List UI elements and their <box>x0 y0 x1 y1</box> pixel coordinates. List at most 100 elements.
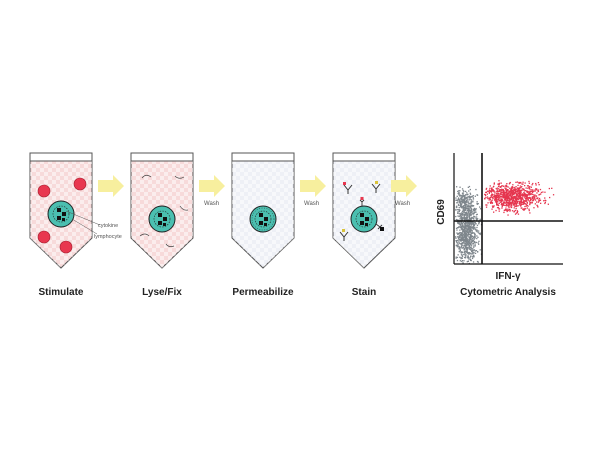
scatter-point <box>513 193 515 196</box>
scatter-point <box>470 202 472 204</box>
scatter-point <box>521 194 524 196</box>
scatter-point <box>463 235 465 237</box>
scatter-point <box>455 197 457 199</box>
scatter-point <box>511 186 513 188</box>
scatter-point <box>461 247 463 249</box>
scatter-point <box>476 235 478 237</box>
scatter-point <box>473 238 475 241</box>
red-blood-cell <box>73 177 87 191</box>
scatter-point <box>505 197 507 199</box>
scatter-point <box>488 189 491 191</box>
scatter-point <box>518 194 520 197</box>
scatter-point <box>527 187 529 189</box>
scatter-point <box>531 197 533 200</box>
scatter-point <box>503 201 506 203</box>
scatter-point <box>464 217 466 219</box>
scatter-point <box>470 237 472 239</box>
scatter-point <box>514 198 516 201</box>
scatter-point <box>504 197 506 200</box>
scatter-point <box>523 208 525 210</box>
scatter-point <box>468 234 470 236</box>
scatter-point <box>525 190 527 192</box>
scatter-point <box>466 221 469 224</box>
scatter-point <box>467 214 469 216</box>
scatter-point <box>458 223 460 225</box>
scatter-point <box>459 238 462 240</box>
scatter-point <box>526 196 528 198</box>
scatter-point <box>459 256 461 258</box>
scatter-point <box>467 203 469 205</box>
scatter-point <box>462 206 465 208</box>
scatter-point <box>465 223 467 225</box>
scatter-point <box>519 201 521 203</box>
scatter-point <box>466 231 468 233</box>
scatter-point <box>464 223 466 226</box>
scatter-point <box>458 204 460 207</box>
scatter-point <box>460 246 462 249</box>
scatter-point <box>490 202 492 204</box>
scatter-point <box>512 184 514 186</box>
scatter-point <box>457 222 460 225</box>
scatter-point <box>537 206 539 208</box>
scatter-point <box>526 194 529 197</box>
scatter-point <box>500 192 502 194</box>
scatter-point <box>461 227 463 229</box>
scatter-point <box>470 214 472 217</box>
scatter-point <box>517 210 519 213</box>
scatter-point <box>515 196 517 198</box>
scatter-point <box>464 200 466 203</box>
scatter-point <box>461 225 463 228</box>
scatter-point <box>471 223 474 225</box>
scatter-point <box>458 246 460 248</box>
scatter-point <box>458 213 460 215</box>
scatter-point <box>518 192 520 195</box>
scatter-point <box>476 237 478 240</box>
scatter-point <box>466 232 468 234</box>
scatter-point <box>467 216 469 218</box>
scatter-point <box>472 253 474 255</box>
scatter-point <box>531 191 533 193</box>
scatter-point <box>519 197 521 199</box>
scatter-point <box>526 190 529 192</box>
scatter-point <box>510 192 512 195</box>
scatter-point <box>465 237 467 239</box>
scatter-point <box>459 221 461 223</box>
scatter-point <box>463 245 465 247</box>
scatter-point <box>498 190 501 192</box>
scatter-point <box>536 188 538 190</box>
scatter-point <box>526 190 528 192</box>
scatter-point <box>524 205 526 208</box>
scatter-point <box>469 248 471 250</box>
scatter-point <box>455 199 457 201</box>
scatter-point <box>458 194 461 196</box>
scatter-point <box>472 205 475 207</box>
scatter-point <box>463 216 466 218</box>
scatter-point <box>510 204 512 206</box>
tube-permeabilize <box>231 152 295 269</box>
scatter-point <box>494 197 497 199</box>
scatter-point <box>465 217 467 219</box>
scatter-point <box>467 247 469 249</box>
scatter-point <box>524 193 526 195</box>
scatter-point <box>461 256 464 258</box>
scatter-point <box>467 248 469 250</box>
scatter-point <box>504 191 506 193</box>
scatter-point <box>462 240 464 242</box>
scatter-point <box>527 205 529 207</box>
scatter-point <box>472 250 474 252</box>
scatter-point <box>539 188 542 191</box>
scatter-point <box>464 254 466 256</box>
scatter-point <box>508 204 511 206</box>
scatter-point <box>461 193 464 195</box>
scatter-point <box>503 197 505 199</box>
scatter-point <box>540 191 543 194</box>
scatter-point <box>509 181 511 184</box>
scatter-point <box>472 226 475 228</box>
scatter-point <box>489 190 491 192</box>
scatter-point <box>469 214 471 216</box>
scatter-point <box>533 207 535 209</box>
scatter-point <box>503 192 505 194</box>
scatter-point <box>463 231 465 233</box>
scatter-point <box>501 194 503 196</box>
scatter-point <box>496 189 498 191</box>
